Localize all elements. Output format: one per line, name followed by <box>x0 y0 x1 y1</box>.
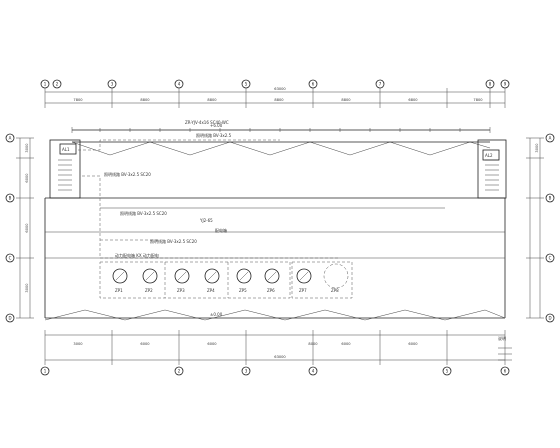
left-dim-3: 6000 <box>25 223 29 233</box>
top-dim-7: 7800 <box>473 98 483 102</box>
svg-text:7: 7 <box>379 82 382 87</box>
svg-text:ZP8: ZP8 <box>331 288 339 293</box>
mid-cable-label-1: 照明线路 BV-3x2.5 SC20 <box>120 210 167 216</box>
equipment-item: ZP5 <box>236 268 252 293</box>
level-top-label: +6.00 <box>210 123 223 128</box>
bottom-total-dim: 63000 <box>274 355 286 359</box>
equipment-item: ZP8 <box>323 263 349 293</box>
right-dimension-chain: 3000 A B C D <box>526 133 555 323</box>
equipment-item: ZP1 <box>112 268 128 293</box>
equipment-item: ZP6 <box>264 268 280 293</box>
wiring-routes <box>78 139 340 259</box>
svg-text:5: 5 <box>245 82 248 87</box>
svg-text:ZP4: ZP4 <box>207 288 215 293</box>
top-dim-3: 8800 <box>207 98 217 102</box>
left-axis-bubbles: A B C D <box>5 133 15 323</box>
mid-cable-label-2: 照明线路 BV-3x2.5 SC20 <box>150 238 197 244</box>
svg-text:D: D <box>548 316 551 321</box>
mid-label: YJ2-65 <box>199 218 213 223</box>
top-dim-1: 7800 <box>73 98 83 102</box>
bottom-dim-1: 3000 <box>73 342 83 346</box>
svg-text:ZP7: ZP7 <box>299 288 307 293</box>
svg-text:ZP3: ZP3 <box>177 288 185 293</box>
equipment-item: ZP2 <box>142 268 158 293</box>
equipment-area <box>99 261 353 299</box>
svg-text:1: 1 <box>44 369 47 374</box>
bottom-dim-2: 6000 <box>140 342 150 346</box>
svg-text:6: 6 <box>504 369 507 374</box>
top-dim-5: 8800 <box>341 98 351 102</box>
top-dim-2: 8800 <box>140 98 150 102</box>
equipment-item: ZP7 <box>296 268 312 293</box>
note-label: 说明 <box>498 335 506 341</box>
top-cable-label: ZR-YJV-4x16 SC40-WC <box>185 120 229 125</box>
svg-text:ZP6: ZP6 <box>267 288 275 293</box>
svg-text:5: 5 <box>446 369 449 374</box>
right-dim-1: 3000 <box>535 143 539 153</box>
room-label: 动力配电箱 KX 动力配电 <box>115 252 159 258</box>
left-dim-2: 6000 <box>25 173 29 183</box>
svg-text:A: A <box>549 136 552 141</box>
bottom-dimension-chain: 3000 6000 6000 8000 6000 6000 63000 1 2 … <box>40 330 510 376</box>
svg-text:AL1: AL1 <box>62 147 70 152</box>
mid-label-2: 配电箱 <box>215 227 227 233</box>
top-total-dim: 63000 <box>274 87 286 91</box>
equipment-list: ZP1 ZP2 ZP3 ZP4 ZP5 ZP6 ZP7 ZP8 <box>112 263 349 293</box>
left-dimension-chain: 3000 6000 6000 3000 A B C D <box>5 133 34 323</box>
bottom-dim-5: 6000 <box>341 342 351 346</box>
svg-text:D: D <box>8 316 11 321</box>
top-dim-4: 8800 <box>274 98 284 102</box>
svg-text:2: 2 <box>56 82 59 87</box>
side-cable-label: 照明线路 BV-3x2.5 SC20 <box>104 171 151 177</box>
svg-text:6: 6 <box>312 82 315 87</box>
svg-text:4: 4 <box>312 369 315 374</box>
right-axis-bubbles: A B C D <box>545 133 555 323</box>
svg-text:C: C <box>9 256 12 261</box>
top-dimension-chain: 63000 7800 8800 8800 8800 8800 6800 7800… <box>40 79 510 108</box>
bottom-dim-6: 6000 <box>408 342 418 346</box>
svg-text:C: C <box>549 256 552 261</box>
svg-text:ZP5: ZP5 <box>239 288 247 293</box>
svg-text:ZP2: ZP2 <box>145 288 153 293</box>
equipment-item: ZP4 <box>204 268 220 293</box>
svg-text:2: 2 <box>178 369 181 374</box>
svg-text:AL2: AL2 <box>485 153 493 158</box>
left-dim-4: 3000 <box>25 283 29 293</box>
bottom-dim-4: 8000 <box>308 342 318 346</box>
bottom-dim-3: 6000 <box>207 342 217 346</box>
equipment-item: ZP3 <box>174 268 190 293</box>
svg-text:B: B <box>549 196 552 201</box>
svg-text:B: B <box>9 196 12 201</box>
top-axis-bubbles: 1 2 3 4 5 6 7 8 9 <box>40 79 510 89</box>
svg-text:3: 3 <box>245 369 248 374</box>
distribution-box-left: AL1 <box>59 143 77 155</box>
svg-text:3: 3 <box>111 82 114 87</box>
note-lines <box>498 347 512 361</box>
svg-text:ZP1: ZP1 <box>115 288 123 293</box>
top-dim-6: 6800 <box>408 98 418 102</box>
bottom-level-label: ±0.00 <box>210 312 223 317</box>
top-cable-sub-label: 照明线路 BV-3x2.5 <box>196 132 232 138</box>
svg-text:A: A <box>9 136 12 141</box>
left-dim-1: 3000 <box>25 143 29 153</box>
bottom-axis-bubbles: 1 2 3 4 5 6 <box>40 366 510 376</box>
svg-text:1: 1 <box>44 82 47 87</box>
svg-text:9: 9 <box>504 82 507 87</box>
svg-text:4: 4 <box>178 82 181 87</box>
svg-text:8: 8 <box>489 82 492 87</box>
distribution-box-right: AL2 <box>482 149 500 161</box>
